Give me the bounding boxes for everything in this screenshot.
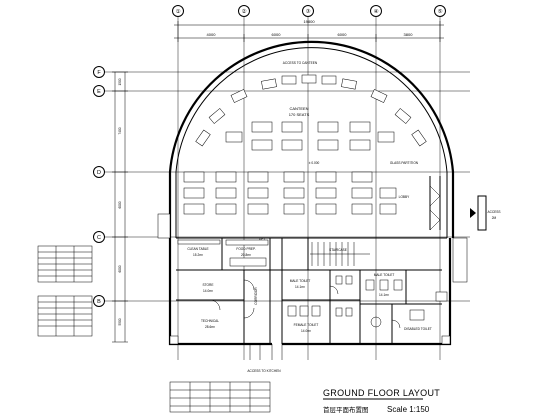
grid-bubble-row-f: F bbox=[93, 66, 105, 78]
female-toilet-area: 14.0m² bbox=[301, 329, 311, 333]
drawing-subtitle: 首层平面布置图 bbox=[323, 405, 369, 414]
male-toilet-area-2: 14.1m² bbox=[379, 293, 389, 297]
grid-label-col-1: ① bbox=[176, 9, 181, 15]
legend-table-lower bbox=[37, 295, 93, 337]
access-entry-label: ACCESS bbox=[487, 210, 500, 214]
grid-bubble-col-4: ④ bbox=[370, 5, 382, 17]
building-walls bbox=[157, 40, 468, 346]
store-area: 14.0m² bbox=[203, 289, 213, 293]
dimension-bay-4: 3800 bbox=[404, 32, 414, 37]
grid-label-row-c: C bbox=[97, 235, 101, 241]
grid-label-col-3: ③ bbox=[306, 9, 311, 15]
dimension-row-1: 1500 bbox=[118, 78, 122, 85]
lobby-glass-doors bbox=[429, 176, 454, 232]
access-canteen-label: ACCESS TO CANTEEN bbox=[283, 61, 318, 65]
technical-label: TECHNICAL bbox=[201, 319, 219, 323]
top-dimension-chain: 19800 4000 6000 6000 3800 bbox=[174, 19, 444, 42]
bottom-legend-table bbox=[169, 381, 271, 413]
grid-label-row-b: B bbox=[97, 299, 101, 305]
disabled-toilet-label: DISABLED TOILET bbox=[404, 327, 432, 331]
service-rooms bbox=[176, 238, 442, 360]
grid-label-col-2: ② bbox=[242, 8, 247, 15]
grid-label-row-d: D bbox=[97, 170, 101, 176]
dimension-row-2: 7400 bbox=[118, 127, 122, 134]
dimension-row-3: 6000 bbox=[118, 201, 122, 208]
grid-bubble-row-c: C bbox=[93, 231, 105, 243]
food-prep-label: FOOD PREP. bbox=[236, 247, 255, 251]
male-toilet-label: MALE TOILET bbox=[290, 279, 311, 283]
grid-bubble-col-1: ① bbox=[172, 5, 184, 17]
access-kitchen-label: ACCESS TO KITCHEN bbox=[247, 369, 281, 373]
entry-elevation-label: 2M bbox=[492, 216, 497, 220]
dimension-row-5: 5500 bbox=[118, 318, 122, 325]
corridor-label: CORRIDOR bbox=[254, 287, 258, 305]
dimension-row-4: 6000 bbox=[118, 265, 122, 272]
canteen-seats-label: 170 SEATS bbox=[289, 112, 310, 117]
canteen-label: CANTEEN bbox=[289, 106, 308, 111]
grid-label-col-5: ⑤ bbox=[438, 9, 443, 15]
grid-bubble-col-5: ⑤ bbox=[434, 5, 446, 17]
staircase-label: STAIRCASE bbox=[329, 248, 347, 252]
legend-table-upper bbox=[37, 245, 93, 283]
canteen-furniture bbox=[183, 74, 427, 215]
food-prep-area: 20.8m² bbox=[241, 253, 251, 257]
clean-table-area: 15.2m² bbox=[193, 253, 203, 257]
dimension-bay-1: 4000 bbox=[207, 32, 217, 37]
grid-bubble-col-2: ② bbox=[238, 5, 250, 17]
clean-table-label: CLEAN TABLE bbox=[187, 247, 208, 251]
male-toilet-area: 14.1m² bbox=[295, 285, 305, 289]
glass-partition-label: GLASS PARTITION bbox=[390, 161, 419, 165]
lift-label: LIFT bbox=[259, 237, 266, 241]
store-label: STORE bbox=[203, 283, 214, 287]
grid-bubble-col-3: ③ bbox=[302, 5, 314, 17]
drawing-scale: Scale 1:150 bbox=[387, 405, 430, 414]
female-toilet-label: FEMALE TOILET bbox=[294, 323, 319, 327]
dimension-overall: 19800 bbox=[303, 19, 315, 24]
left-dimension-chain: 1500 7400 6000 6000 5500 bbox=[112, 71, 128, 343]
drawing-title-block: GROUND FLOOR LAYOUT 首层平面布置图 Scale 1:150 bbox=[323, 388, 440, 414]
room-labels: CLEAN TABLE 15.2m² FOOD PREP. 20.8m² STA… bbox=[187, 237, 432, 333]
lobby-label: LOBBY bbox=[399, 195, 411, 199]
drawing-title: GROUND FLOOR LAYOUT bbox=[323, 388, 440, 398]
grid-label-col-4: ④ bbox=[374, 9, 379, 15]
entry-arrow: ACCESS 2M bbox=[470, 195, 501, 231]
grid-bubble-row-d: D bbox=[93, 166, 105, 178]
column-grid-bubbles: ① ② ③ ④ ⑤ bbox=[172, 5, 446, 17]
dimension-bay-2: 6000 bbox=[272, 32, 282, 37]
technical-area: 28.6m² bbox=[205, 325, 215, 329]
grid-label-row-f: F bbox=[97, 70, 101, 76]
male-toilet-label-2: MALE TOILET bbox=[374, 273, 395, 277]
staircase-treads bbox=[310, 242, 370, 266]
grid-label-row-e: E bbox=[97, 89, 101, 95]
row-grid-bubbles: F E D C B bbox=[93, 66, 105, 307]
grid-bubble-row-e: E bbox=[93, 85, 105, 97]
dimension-bay-3: 6000 bbox=[338, 32, 348, 37]
grid-bubble-row-b: B bbox=[93, 295, 105, 307]
canteen-level-label: ± 0.000 bbox=[309, 161, 320, 165]
